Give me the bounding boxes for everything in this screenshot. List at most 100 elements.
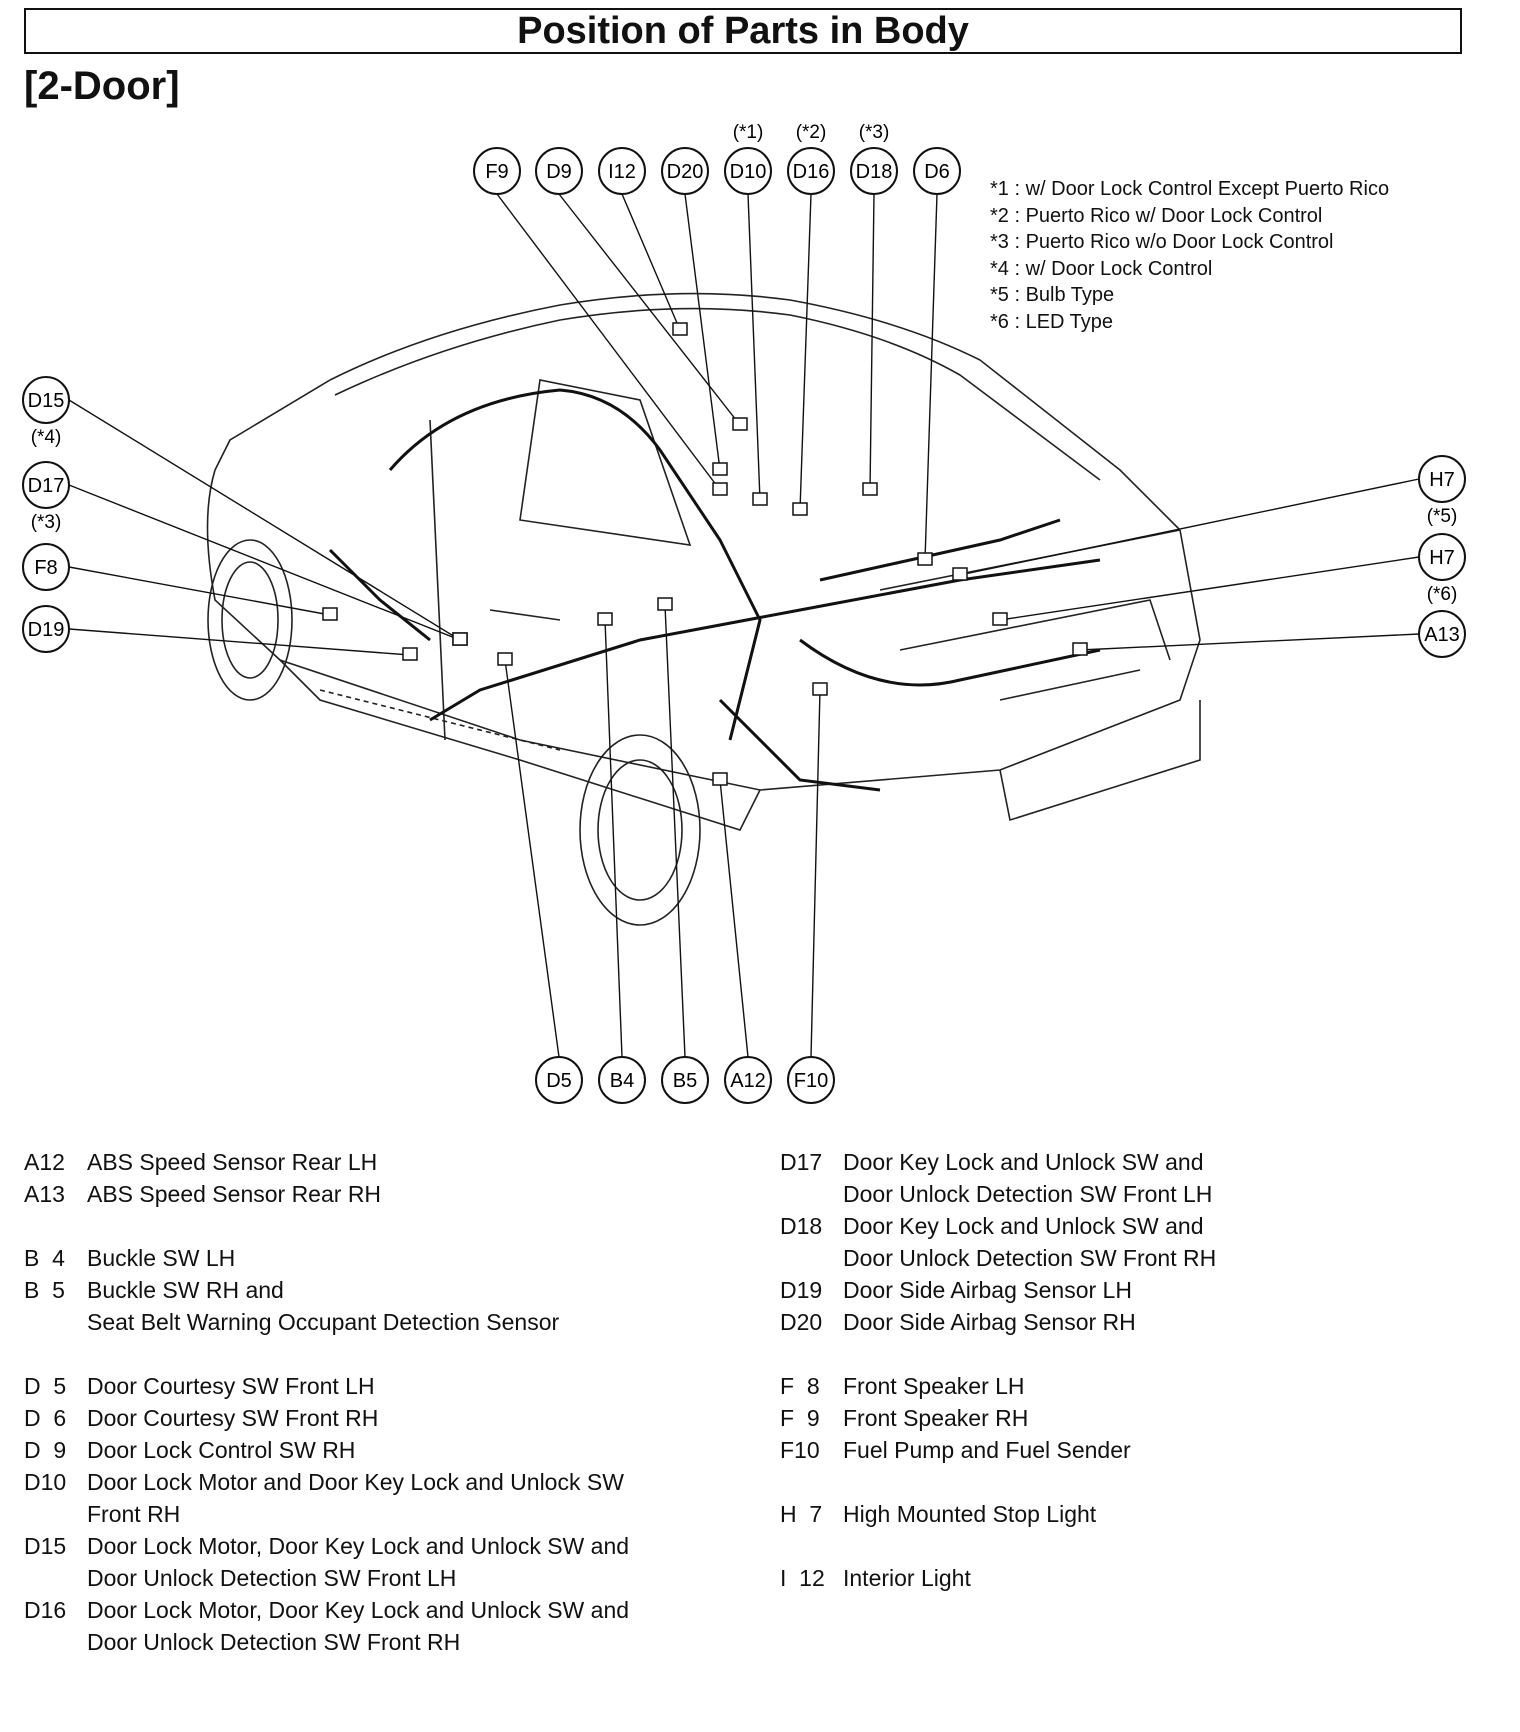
callout-f8[interactable]: F8 [22,543,70,591]
legend-description: Door Lock Motor, Door Key Lock and Unloc… [87,1594,704,1658]
legend-code: D10 [24,1469,67,1495]
callout-code: D6 [924,161,950,183]
connector-d5 [497,652,513,666]
leader-line [68,566,331,616]
legend-description-line: Front RH [87,1501,181,1527]
connector-d20 [712,462,728,476]
connector-h7 [952,567,968,581]
legend-description-line: Buckle SW RH and [87,1277,284,1303]
leader-line [68,484,461,641]
callout-h7[interactable]: H7(*6) [1418,533,1466,605]
leader-line [621,193,681,331]
callout-d10[interactable]: D10(*1) [724,122,772,195]
callout-code: D17 [28,475,65,497]
callout-a13[interactable]: A13 [1418,610,1466,658]
callout-d19[interactable]: D19 [22,605,70,653]
legend-code: H 7 [780,1501,823,1527]
callout-code: I12 [608,161,636,183]
callout-note: (*6) [1427,584,1458,605]
callout-d15[interactable]: D15(*4) [22,376,70,448]
callout-d9[interactable]: D9 [535,147,583,195]
legend-code: D 9 [24,1437,67,1463]
callout-circle [22,605,70,653]
legend-description-line: Door Lock Control SW RH [87,1437,356,1463]
callout-a12[interactable]: A12 [724,1056,772,1104]
legend-description-line: High Mounted Stop Light [843,1501,1097,1527]
legend-spacer [24,1338,704,1370]
callout-d5[interactable]: D5 [535,1056,583,1104]
leader-line [664,604,686,1058]
callout-d18[interactable]: D18(*3) [850,122,898,195]
callout-d16[interactable]: D16(*2) [787,122,835,195]
legend-description: ABS Speed Sensor Rear LH [87,1146,704,1178]
callout-circle [724,147,772,195]
callout-circle [724,1056,772,1104]
callout-code: D15 [28,390,65,412]
leader-line [747,193,761,501]
legend-description-line: Door Unlock Detection SW Front RH [843,1245,1217,1271]
connector-d18 [862,482,878,496]
legend-code: F 9 [780,1405,820,1431]
callout-code: D16 [793,161,830,183]
callout-f9[interactable]: F9 [473,147,521,195]
callout-h7[interactable]: H7 (*5) [1418,455,1466,527]
legend-code: D 5 [24,1373,67,1399]
leader-line [604,619,623,1058]
connector-f10 [812,682,828,696]
legend-description-line: Buckle SW LH [87,1245,236,1271]
legend-description-line: Door Courtesy SW Front RH [87,1405,379,1431]
callout-code: D19 [28,619,65,641]
callout-circle [787,1056,835,1104]
callout-f10[interactable]: F10 [787,1056,835,1104]
callout-circle [850,147,898,195]
footnote: *3 : Puerto Rico w/o Door Lock Control [990,231,1334,253]
legend-entry: H 7 High Mounted Stop Light [780,1498,1480,1530]
callout-code: D20 [667,161,704,183]
leader-line [719,779,749,1058]
callout-i12[interactable]: I12 [598,147,646,195]
callout-note: (*1) [733,122,764,143]
callout-d20[interactable]: D20 [661,147,709,195]
callout-d6[interactable]: D6 [913,147,961,195]
connector-f8 [322,607,338,621]
callout-circle [535,1056,583,1104]
callout-code: D18 [856,161,893,183]
legend-entry: D20 Door Side Airbag Sensor RH [780,1306,1480,1338]
callout-circle [598,1056,646,1104]
callout-code: H7 [1429,469,1455,491]
legend-entry: A12 ABS Speed Sensor Rear LH [24,1146,704,1178]
callout-b4[interactable]: B4 [598,1056,646,1104]
callout-d17[interactable]: D17 (*3) [22,461,70,533]
legend-description-line: Front Speaker RH [843,1405,1029,1431]
legend-code: D20 [780,1309,823,1335]
callout-note: (*3) [31,512,62,533]
connector-d17 [452,632,468,646]
connector-b4 [597,612,613,626]
legend-code: A12 [24,1149,65,1175]
legend-description-line: ABS Speed Sensor Rear LH [87,1149,378,1175]
connector-d16 [792,502,808,516]
connector-d9 [732,417,748,431]
callout-code: B4 [610,1070,634,1092]
legend-description: Front Speaker RH [843,1402,1480,1434]
legend-description-line: Door Key Lock and Unlock SW and [843,1149,1204,1175]
legend-code: B 4 [24,1245,65,1271]
legend-description: Front Speaker LH [843,1370,1480,1402]
leader-line [504,659,560,1058]
legend-description-line: Door Side Airbag Sensor RH [843,1309,1136,1335]
callout-code: F9 [485,161,508,183]
legend-description: High Mounted Stop Light [843,1498,1480,1530]
callout-note: (*5) [1427,506,1458,527]
legend-description-line: Door Lock Motor and Door Key Lock and Un… [87,1469,624,1495]
callout-b5[interactable]: B5 [661,1056,709,1104]
legend-description-line: Interior Light [843,1565,971,1591]
legend-code: F10 [780,1437,820,1463]
leader-line [68,399,461,641]
